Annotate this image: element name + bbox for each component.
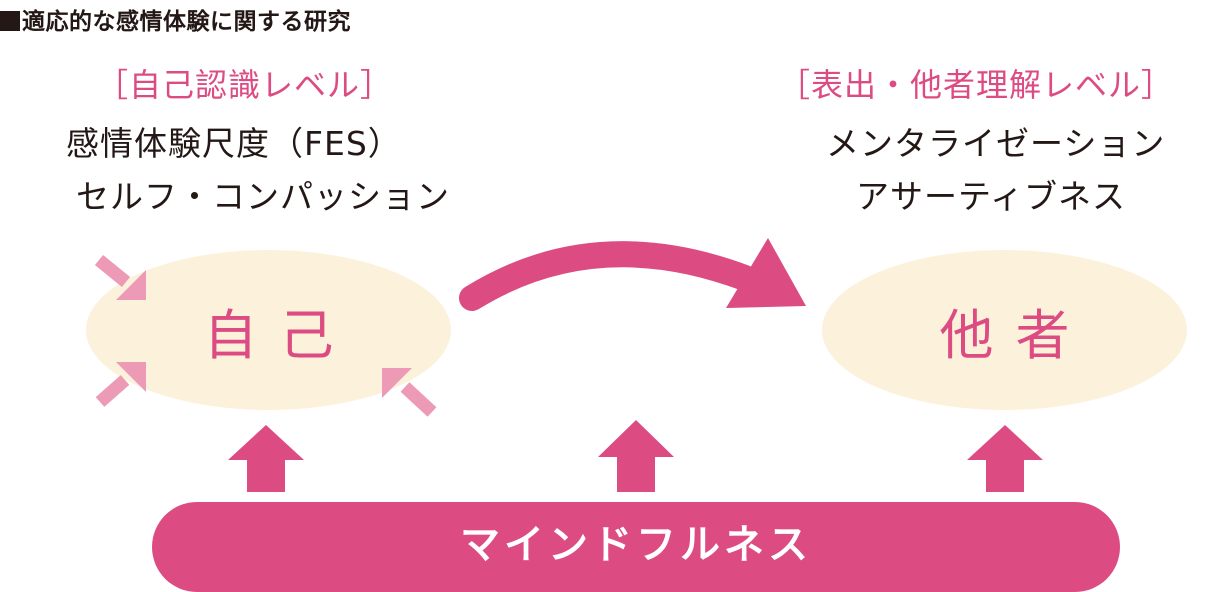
- square-bullet-icon: [0, 11, 20, 31]
- other-level-item-assertiveness: アサーティブネス: [856, 177, 1127, 216]
- diagram-title-text: 適応的な感情体験に関する研究: [22, 9, 351, 35]
- inward-arrow-bottom-right-icon: [382, 368, 437, 417]
- other-node-label: 他者: [939, 303, 1092, 367]
- inward-arrow-top-left-icon: [94, 254, 146, 300]
- arrows-layer: [94, 238, 1043, 492]
- up-arrow-left-icon: [228, 425, 304, 492]
- self-level-item-fes: 感情体験尺度（FES）: [66, 124, 402, 163]
- self-level-item-self-compassion: セルフ・コンパッション: [76, 177, 450, 216]
- self-level-label: ［自己認識レベル］: [96, 66, 394, 104]
- diagram-title: 適応的な感情体験に関する研究: [0, 2, 351, 36]
- mindfulness-banner: マインドフルネス: [152, 502, 1120, 592]
- self-node-label: 自己: [203, 303, 356, 367]
- other-ellipse: 他者: [822, 250, 1187, 410]
- inward-arrow-bottom-left-icon: [95, 362, 146, 407]
- up-arrow-right-icon: [967, 425, 1043, 492]
- other-level-label: ［表出・他者理解レベル］: [778, 66, 1175, 104]
- up-arrow-center-icon: [598, 420, 674, 492]
- curved-arrow-self-to-other: [459, 238, 806, 311]
- other-level-item-mentalization: メンタライゼーション: [826, 124, 1166, 163]
- mindfulness-label: マインドフルネス: [460, 522, 812, 568]
